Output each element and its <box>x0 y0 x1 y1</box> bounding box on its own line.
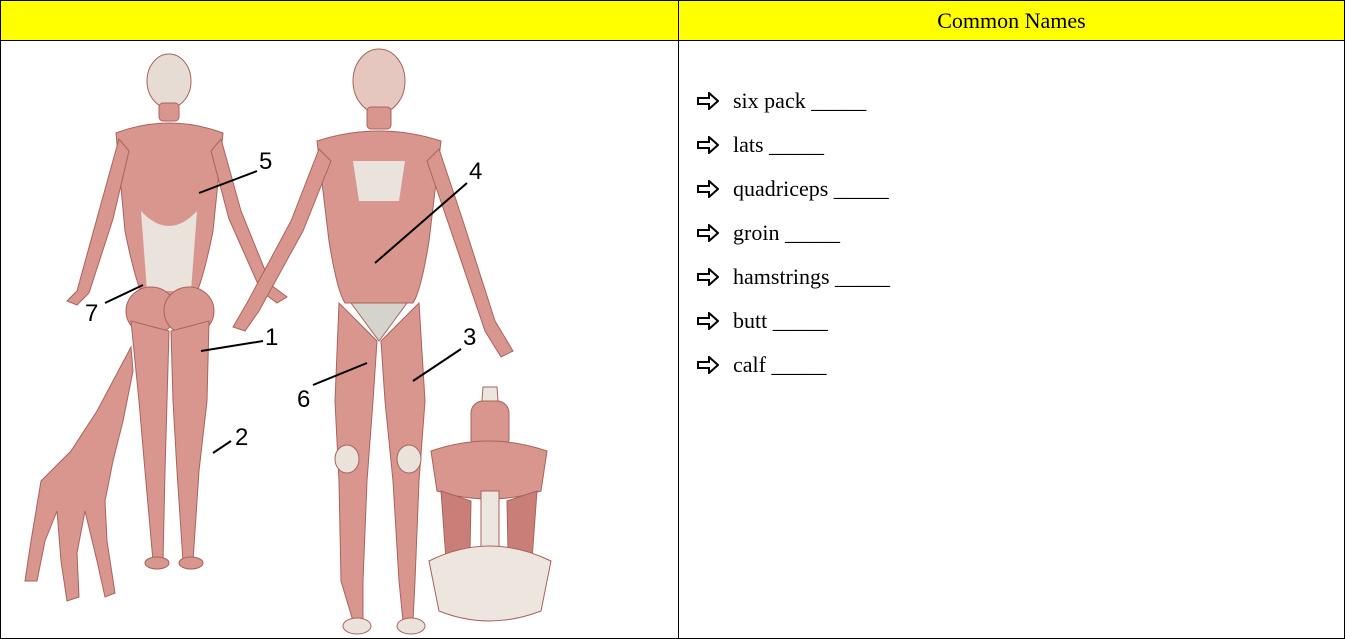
muscle-anatomy-illustration: 1 2 3 4 5 6 7 <box>1 41 677 638</box>
arrow-right-icon <box>697 92 719 110</box>
list-item: butt _____ <box>697 299 890 343</box>
anatomy-figure-cell: 1 2 3 4 5 6 7 <box>1 41 679 638</box>
header-common-names: Common Names <box>679 1 1344 41</box>
label-7: 7 <box>85 300 98 327</box>
list-item: groin _____ <box>697 211 890 255</box>
list-item: calf _____ <box>697 343 890 387</box>
header-left-cell <box>1 1 679 41</box>
common-names-list: six pack _____ lats _____ quadriceps ___… <box>697 79 890 387</box>
hand-muscle-illustration <box>25 347 133 601</box>
list-item: six pack _____ <box>697 79 890 123</box>
arrow-right-icon <box>697 136 719 154</box>
label-2: 2 <box>235 424 248 451</box>
list-item: hamstrings _____ <box>697 255 890 299</box>
label-1: 1 <box>265 324 278 351</box>
label-4: 4 <box>469 158 482 185</box>
term-six-pack: six pack _____ <box>733 88 866 114</box>
common-names-cell: six pack _____ lats _____ quadriceps ___… <box>679 41 1344 638</box>
list-item: quadriceps _____ <box>697 167 890 211</box>
term-lats: lats _____ <box>733 132 824 158</box>
arrow-right-icon <box>697 180 719 198</box>
pelvis-spine-illustration <box>429 387 551 621</box>
term-quadriceps: quadriceps _____ <box>733 176 889 202</box>
list-item: lats _____ <box>697 123 890 167</box>
arrow-right-icon <box>697 356 719 374</box>
term-hamstrings: hamstrings _____ <box>733 264 890 290</box>
arrow-right-icon <box>697 224 719 242</box>
term-butt: butt _____ <box>733 308 828 334</box>
arrow-right-icon <box>697 312 719 330</box>
arrow-right-icon <box>697 268 719 286</box>
label-5: 5 <box>259 148 272 175</box>
term-groin: groin _____ <box>733 220 840 246</box>
label-6: 6 <box>297 386 310 413</box>
label-3: 3 <box>463 324 476 351</box>
term-calf: calf _____ <box>733 352 826 378</box>
